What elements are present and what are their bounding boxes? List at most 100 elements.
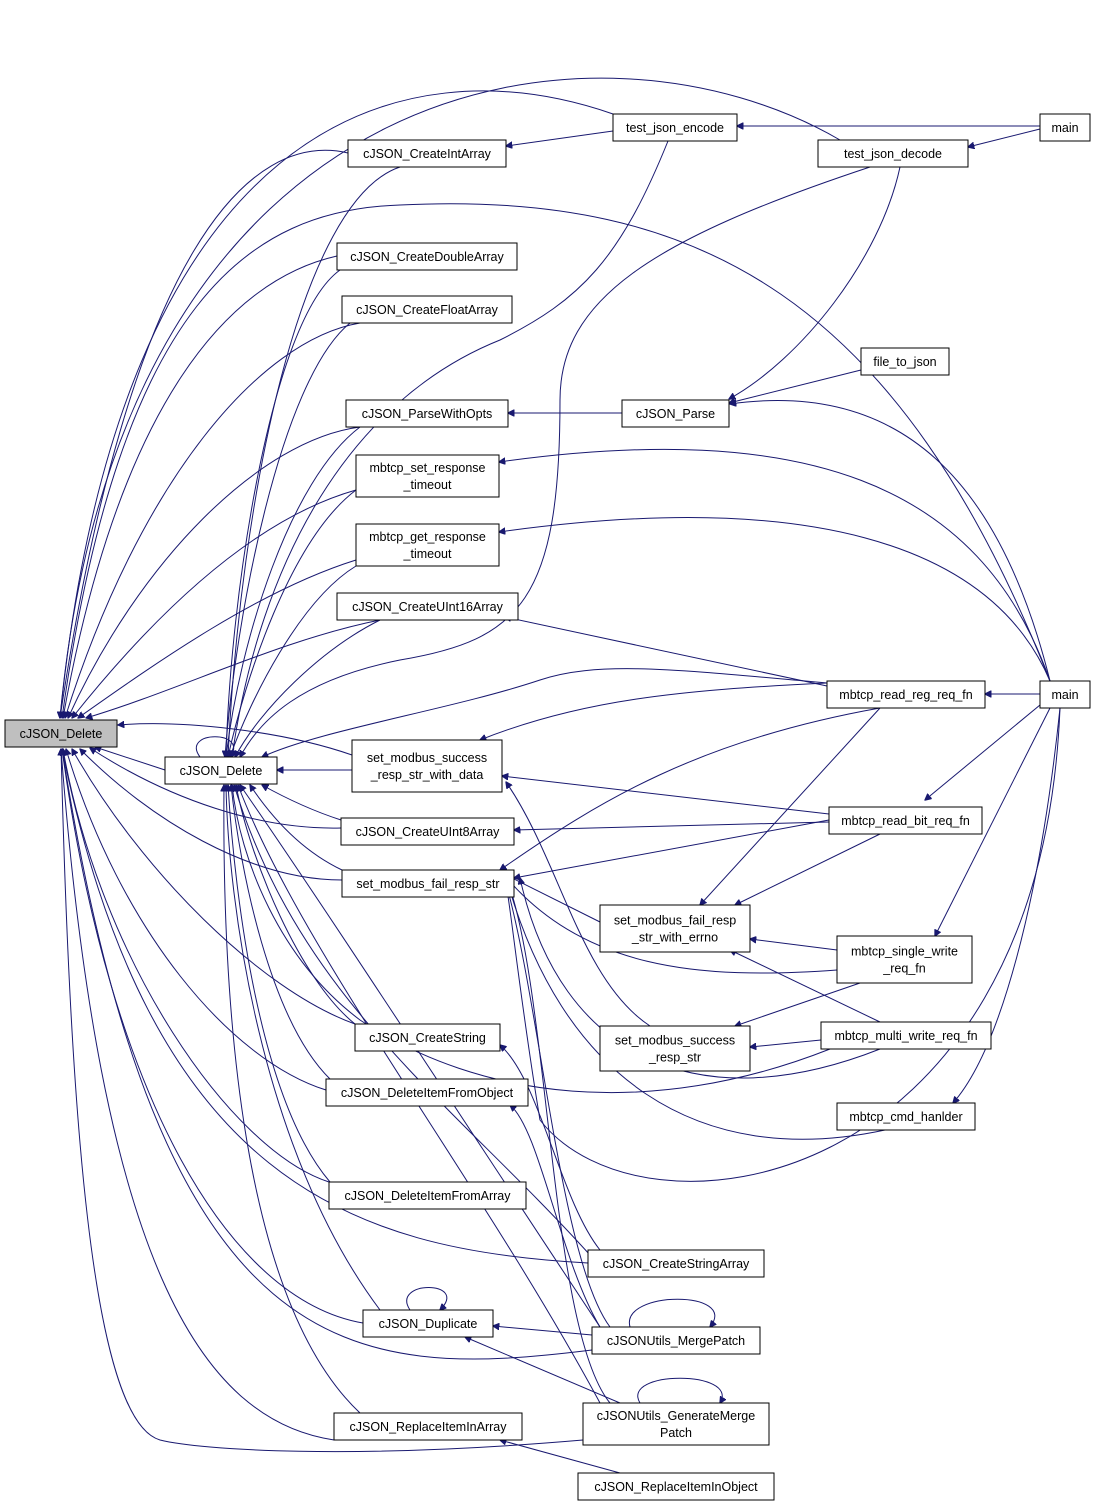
- edge-cjsonutils-mergepatch-root: [62, 749, 593, 1360]
- node-box: [836, 1102, 976, 1131]
- edge-main2-mbtcp-set-response: [499, 448, 1051, 682]
- node-fail-resp[interactable]: set_modbus_fail_resp_str: [341, 869, 515, 898]
- node-label: mbtcp_read_bit_req_fn: [841, 814, 970, 828]
- edge-multiwrite-failerrno: [730, 950, 881, 1023]
- node-label: mbtcp_set_response: [369, 461, 485, 475]
- edge-cjson-createdoublearray-root: [63, 255, 338, 718]
- node-success-data[interactable]: set_modbus_success_resp_str_with_data: [351, 739, 503, 793]
- edge-test-json-decode-root: [60, 77, 841, 718]
- node-cmd-handler[interactable]: mbtcp_cmd_hanlder: [836, 1102, 976, 1131]
- node-file-to-json[interactable]: file_to_json: [860, 347, 950, 376]
- node-label: cJSONUtils_MergePatch: [607, 1334, 745, 1348]
- node-duplicate[interactable]: cJSON_Duplicate: [362, 1309, 494, 1338]
- node-parse[interactable]: cJSON_Parse: [621, 399, 730, 428]
- node-label: set_modbus_success: [367, 751, 487, 765]
- node-box: [351, 739, 503, 793]
- edge-createdoublearray-delete2: [226, 269, 341, 757]
- node-label: mbtcp_get_response: [369, 530, 486, 544]
- node-main2[interactable]: main: [1039, 680, 1091, 709]
- node-label: cJSON_DeleteItemFromObject: [341, 1086, 514, 1100]
- edge-settimeout-delete2: [228, 489, 357, 757]
- node-merge-patch[interactable]: cJSONUtils_MergePatch: [591, 1326, 761, 1355]
- edge-mergepatch-delete2: [240, 785, 601, 1328]
- node-label: test_json_encode: [626, 121, 724, 135]
- node-replace-in-object[interactable]: cJSON_ReplaceItemInObject: [577, 1472, 775, 1501]
- node-read-reg[interactable]: mbtcp_read_reg_req_fn: [826, 680, 986, 709]
- node-label: file_to_json: [873, 355, 936, 369]
- node-create-string-array[interactable]: cJSON_CreateStringArray: [587, 1249, 765, 1278]
- node-success-resp[interactable]: set_modbus_success _resp_str: [599, 1025, 751, 1072]
- node-test-decode[interactable]: test_json_decode: [817, 139, 969, 168]
- edge-main2-readbit: [925, 704, 1041, 800]
- edge-createuint8-delete2: [262, 785, 342, 821]
- node-box: [826, 680, 986, 709]
- node-box: [820, 1021, 992, 1050]
- node-create-u-int8[interactable]: cJSON_CreateUInt8Array: [340, 817, 515, 846]
- edge-cjson-duplicate-root: [62, 749, 364, 1324]
- edge-cjson-deleteitemfromarray-root: [63, 749, 330, 1183]
- edge-readbit-successdata: [502, 776, 830, 815]
- edge-main2-root: [62, 203, 1051, 718]
- node-create-string[interactable]: cJSON_CreateString: [354, 1023, 501, 1052]
- node-label: cJSON_ParseWithOpts: [362, 407, 493, 421]
- edge-mergepatch-deletefromobject: [510, 1105, 601, 1328]
- node-box: [341, 869, 515, 898]
- edge-readreg-failerrno: [700, 707, 881, 905]
- node-set-timeout[interactable]: mbtcp_set_response_timeout: [355, 454, 500, 498]
- node-label: mbtcp_cmd_hanlder: [849, 1110, 962, 1124]
- edge-readbit-failresp: [514, 819, 830, 878]
- node-multi-write[interactable]: mbtcp_multi_write_req_fn: [820, 1021, 992, 1050]
- node-label: main: [1051, 121, 1078, 135]
- node-create-float-array[interactable]: cJSON_CreateFloatArray: [341, 295, 513, 324]
- node-box: [599, 904, 751, 953]
- edge-cjson-createstringarray-root: [62, 749, 589, 1264]
- node-create-int-array[interactable]: cJSON_CreateIntArray: [347, 139, 507, 168]
- node-root[interactable]: cJSON_Delete: [4, 719, 118, 748]
- node-create-double-array[interactable]: cJSON_CreateDoubleArray: [336, 242, 518, 271]
- node-replace-in-array[interactable]: cJSON_ReplaceItemInArray: [333, 1412, 523, 1441]
- node-box: [362, 1309, 494, 1338]
- node-box: [599, 1025, 751, 1072]
- node-main1[interactable]: main: [1039, 113, 1091, 142]
- node-label: set_modbus_fail_resp: [614, 914, 736, 928]
- edge-main2-parse: [730, 400, 1051, 682]
- edge-generatemerge-generatemerge: [637, 1377, 723, 1403]
- edge-replaceinarray-delete2: [224, 785, 361, 1414]
- node-label: _resp_str: [648, 1051, 701, 1065]
- node-box: [612, 113, 738, 142]
- node-create-u-int16[interactable]: cJSON_CreateUInt16Array: [336, 592, 519, 621]
- node-test-encode[interactable]: test_json_encode: [612, 113, 738, 142]
- edge-cjson-createfloatarray-root: [65, 322, 361, 718]
- node-box: [1039, 680, 1091, 709]
- node-delete-from-object[interactable]: cJSON_DeleteItemFromObject: [325, 1078, 529, 1107]
- node-label: _str_with_errno: [631, 931, 718, 945]
- node-label: cJSON_CreateDoubleArray: [350, 250, 504, 264]
- node-delete2[interactable]: cJSON_Delete: [164, 756, 278, 785]
- node-box: [345, 399, 509, 428]
- node-label: cJSON_CreateUInt16Array: [352, 600, 504, 614]
- edge-readreg-successdata: [480, 682, 828, 740]
- node-get-timeout[interactable]: mbtcp_get_response_timeout: [355, 523, 500, 567]
- node-fail-errno[interactable]: set_modbus_fail_resp _str_with_errno: [599, 904, 751, 953]
- node-parse-with-opts[interactable]: cJSON_ParseWithOpts: [345, 399, 509, 428]
- edge-multiwrite-successresp: [750, 1039, 822, 1047]
- node-label: cJSONUtils_GenerateMerge: [597, 1409, 755, 1423]
- node-read-bit[interactable]: mbtcp_read_bit_req_fn: [828, 806, 983, 835]
- node-box: [577, 1472, 775, 1501]
- edge-createuint16-delete2: [235, 619, 381, 757]
- edge-gettimeout-delete2: [230, 565, 357, 757]
- edge-cjson-parsewithopts-root: [68, 426, 361, 718]
- edge-set-modbus-fail-resp-str-root: [80, 749, 343, 881]
- node-single-write[interactable]: mbtcp_single_write_req_fn: [836, 935, 973, 984]
- node-box: [341, 295, 513, 324]
- edge-test-json-encode-root: [60, 90, 614, 718]
- node-box: [828, 806, 983, 835]
- edge-cjson-createintarray-root: [60, 149, 349, 718]
- node-label: set_modbus_success: [615, 1034, 735, 1048]
- node-box: [355, 523, 500, 567]
- edge-mergepatch-mergepatch: [629, 1298, 714, 1327]
- node-delete-from-array[interactable]: cJSON_DeleteItemFromArray: [328, 1181, 527, 1210]
- node-label: mbtcp_single_write: [851, 945, 958, 959]
